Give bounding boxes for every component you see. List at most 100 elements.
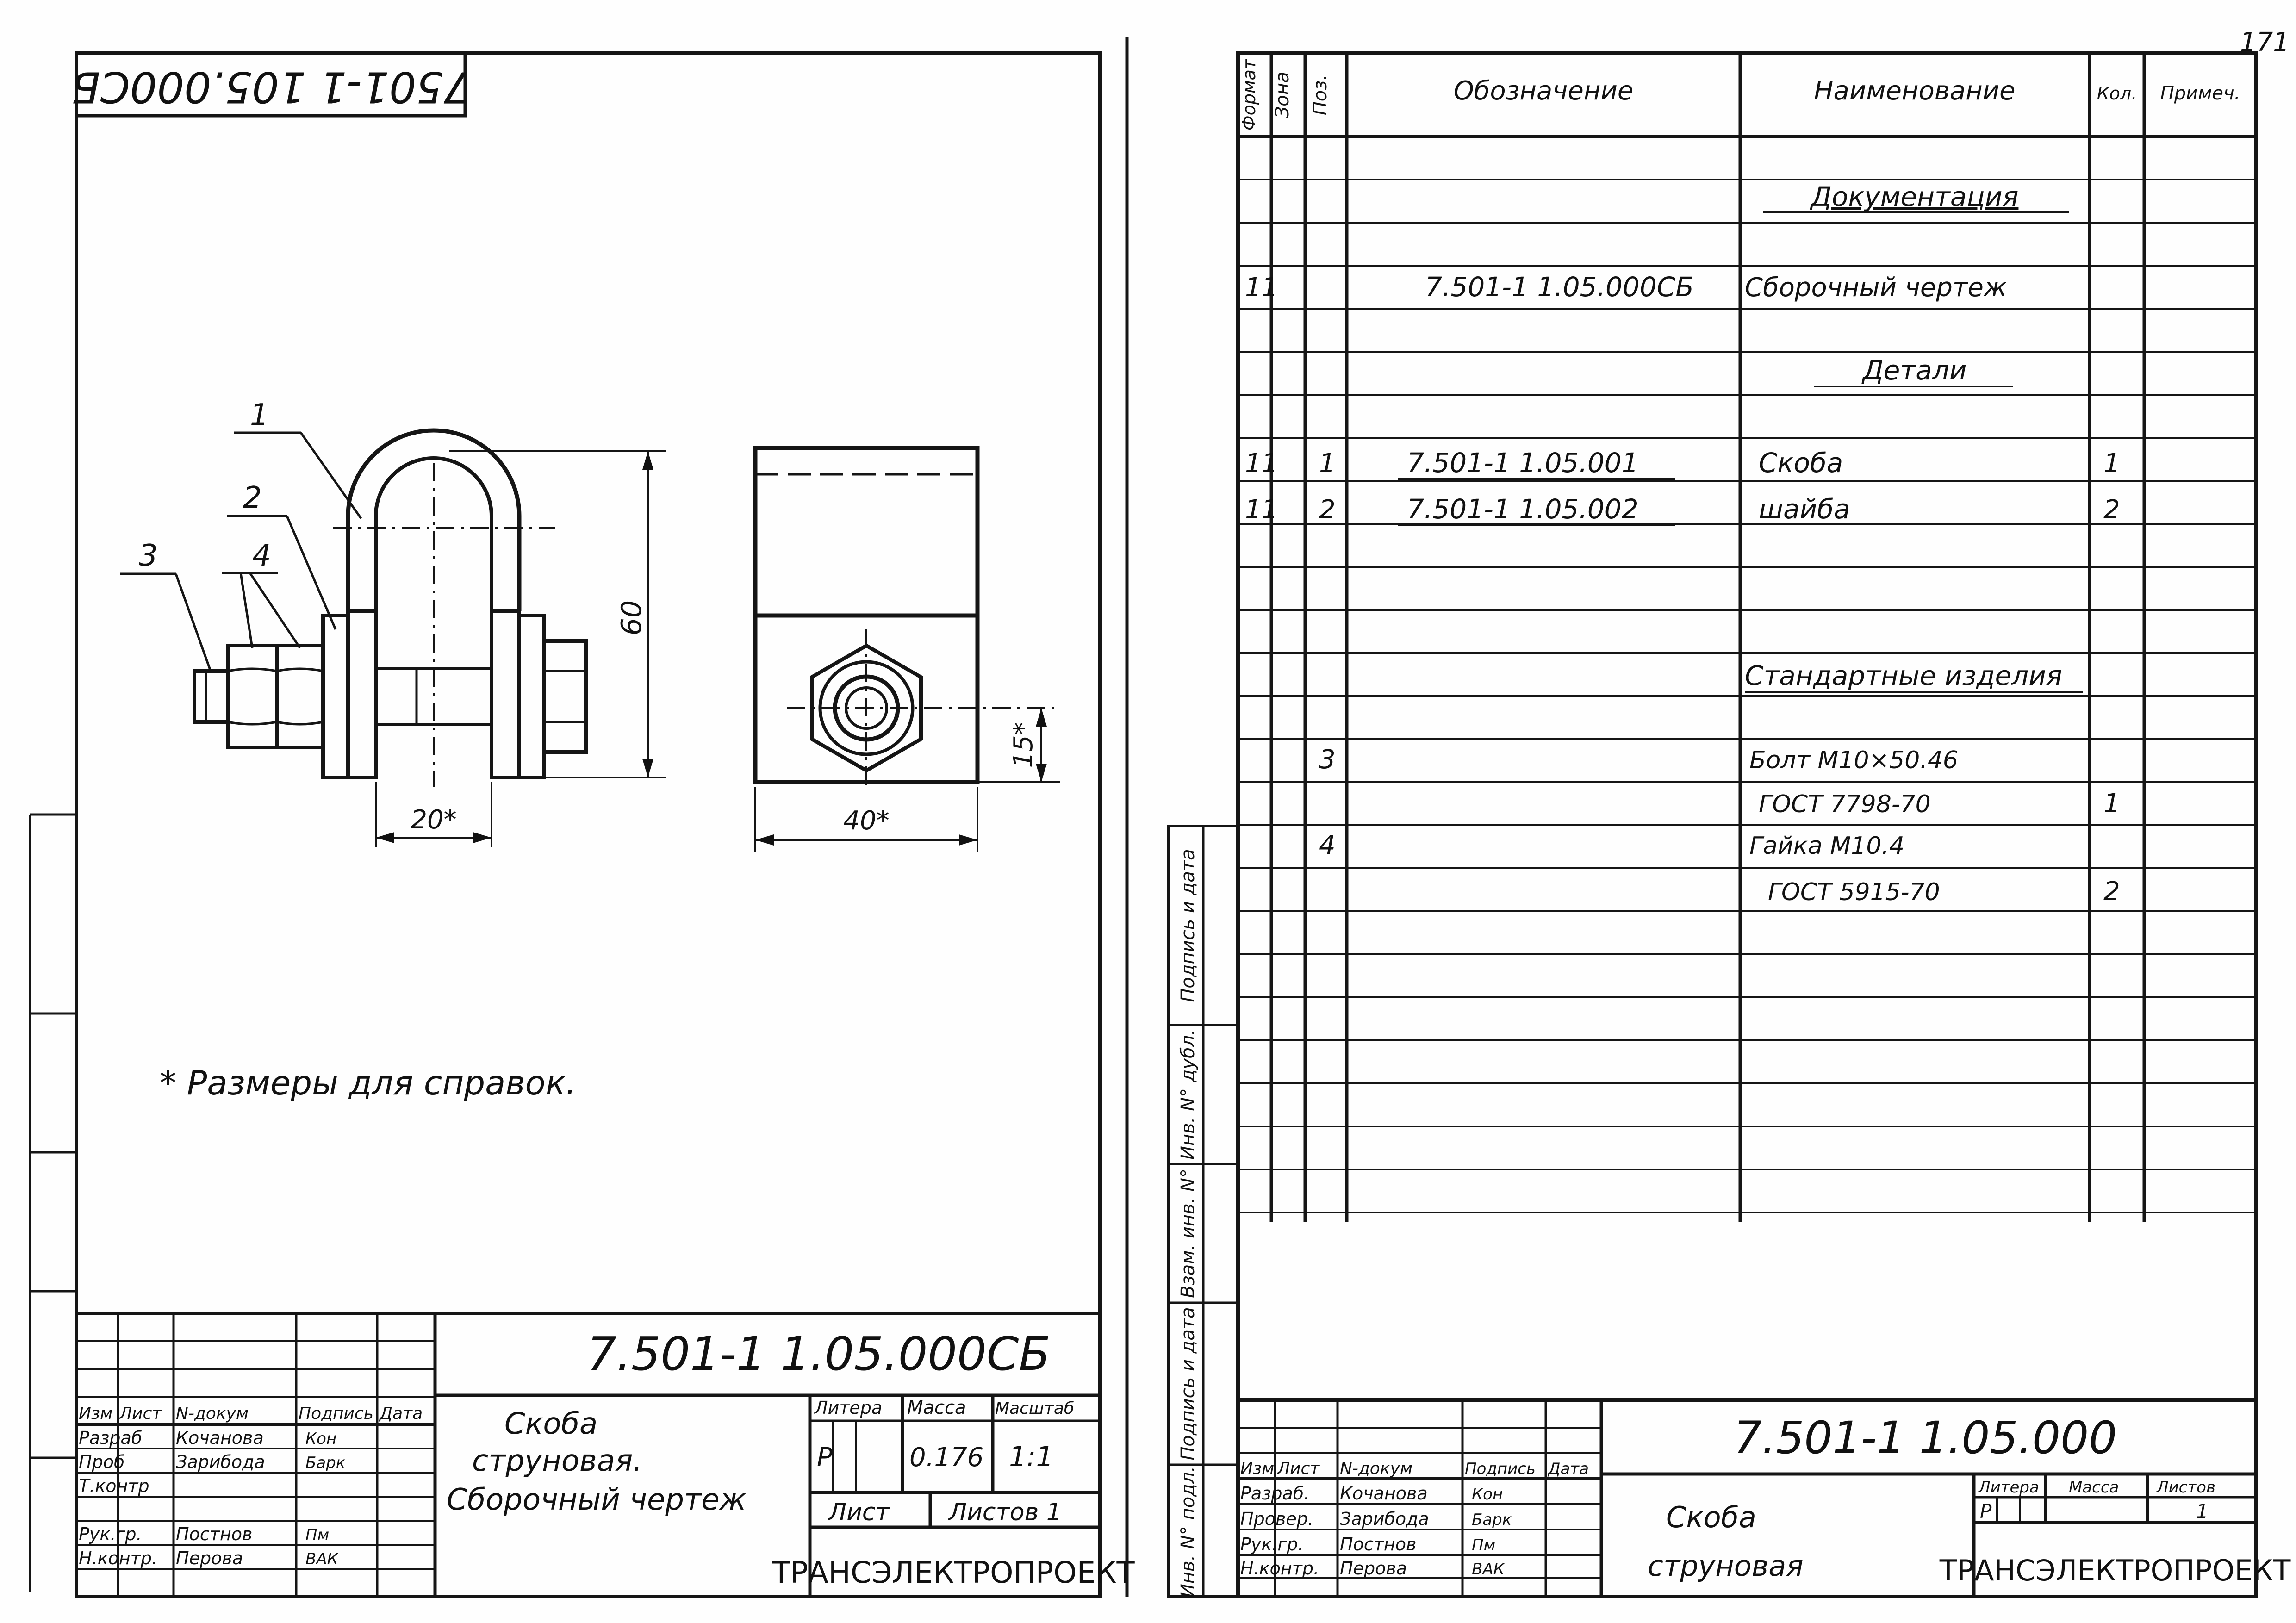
shackle-outer-arc xyxy=(346,428,522,611)
row-poz: 3 xyxy=(1319,745,1336,775)
bolt-shank xyxy=(374,667,493,726)
rname-razrab: Кочанова xyxy=(1340,1483,1428,1504)
th-masshtab: Масштаб xyxy=(995,1399,1074,1418)
table-row: ГОСТ 7798-70 1 xyxy=(1759,789,2120,819)
role-prob: Проб xyxy=(79,1452,124,1472)
name-prob: Зарибода xyxy=(176,1452,265,1472)
sign-razrab: Кон xyxy=(305,1430,336,1448)
dim-15: 15* xyxy=(1008,722,1039,768)
right-title-block: Изм Лист N-докум Подпись Дата Разраб. Ко… xyxy=(1236,1398,2291,1598)
shackle-front-view: 1 2 3 4 60 20* xyxy=(120,398,666,847)
rsign-nkontr: ВАК xyxy=(1472,1560,1506,1579)
reference-note: * Размеры для справок. xyxy=(160,1063,576,1102)
nut-inner xyxy=(275,644,325,749)
rth-litera: Литера xyxy=(1978,1478,2039,1497)
row-name: Гайка М10.4 xyxy=(1749,832,1904,860)
col-note-header: Примеч. xyxy=(2160,83,2240,104)
col-name-header: Наименование xyxy=(1814,76,2015,106)
val-masshtab: 1:1 xyxy=(1009,1441,1054,1473)
rrole-rukgr: Рук.гр. xyxy=(1240,1534,1304,1555)
right-company: ТРАНСЭЛЕКТРОПРОЕКТ xyxy=(1939,1554,2291,1587)
role-nkontr: Н.контр. xyxy=(79,1548,157,1568)
th-sheet: Лист xyxy=(828,1499,890,1526)
left-binding-strip xyxy=(29,813,76,1592)
rname-rukgr: Постнов xyxy=(1340,1534,1416,1555)
rsign-razrab: Кон xyxy=(1472,1485,1503,1504)
rsign-prover: Барк xyxy=(1472,1511,1512,1529)
washer-right xyxy=(517,614,546,779)
name-razrab: Кочанова xyxy=(176,1428,264,1448)
dim-40: 40* xyxy=(843,806,889,836)
th-sheets: Листов 1 xyxy=(948,1499,1062,1526)
name-rukgr: Постнов xyxy=(176,1524,252,1544)
row-qty: 2 xyxy=(2103,495,2120,525)
table-row: Детали xyxy=(1814,354,2013,387)
rrole-nkontr: Н.контр. xyxy=(1240,1558,1319,1579)
th-data: Дата xyxy=(379,1404,423,1423)
row-designation: 7.501-1 1.05.002 xyxy=(1407,493,1639,525)
row-format: 11 xyxy=(1245,495,1278,525)
row-name: Документация xyxy=(1810,181,2019,212)
rname-nkontr: Перова xyxy=(1340,1558,1407,1579)
row-poz: 2 xyxy=(1319,495,1336,525)
dim-20: 20* xyxy=(411,805,456,835)
table-row: 4 Гайка М10.4 xyxy=(1319,830,1904,860)
bolt-end xyxy=(193,669,230,724)
spec-rows: Документация 11 7.501-1 1.05.000СБ Сборо… xyxy=(1245,181,2120,907)
left-company: ТРАНСЭЛЕКТРОПРОЕКТ xyxy=(772,1556,1135,1590)
row-poz: 1 xyxy=(1319,448,1336,479)
table-row: 3 Болт М10×50.46 xyxy=(1319,745,1958,775)
rth-izm: Изм xyxy=(1240,1459,1274,1478)
col-zona-header: Зона xyxy=(1272,72,1293,118)
row-qty: 1 xyxy=(2103,789,2120,819)
table-row: 11 7.501-1 1.05.000СБ Сборочный чертеж xyxy=(1245,271,2007,303)
col-qty-header: Кол. xyxy=(2097,83,2137,104)
rth-ndoc: N-докум xyxy=(1340,1459,1412,1478)
role-razrab: Разраб xyxy=(79,1428,142,1448)
shackle-side-view: 40* 15* xyxy=(753,446,1060,852)
rth-data: Дата xyxy=(1547,1460,1589,1478)
side-label-4: Подпись и дата xyxy=(1177,1307,1199,1460)
table-row: 11 2 7.501-1 1.05.002 шайба 2 xyxy=(1245,493,2120,526)
sign-rukgr: Пм xyxy=(305,1526,329,1544)
table-row: Документация xyxy=(1763,181,2069,213)
row-name: Болт М10×50.46 xyxy=(1749,746,1958,774)
val-massa: 0.176 xyxy=(909,1443,983,1473)
row-poz: 4 xyxy=(1319,830,1336,860)
side-label-3: Взам. инв. N° xyxy=(1177,1169,1199,1298)
rval-sheets: 1 xyxy=(2196,1500,2209,1523)
row-format: 11 xyxy=(1245,273,1278,303)
rsign-rukgr: Пм xyxy=(1472,1536,1495,1555)
th-list: Лист xyxy=(118,1404,162,1423)
side-label-2: Инв. N° дубл. xyxy=(1177,1029,1199,1160)
col-format-header: Формат xyxy=(1239,58,1259,131)
side-label-5: Инв. N° подл. xyxy=(1177,1466,1199,1598)
callout-3: 3 xyxy=(139,539,158,573)
rth-sheets: Листов xyxy=(2156,1478,2215,1497)
th-massa: Масса xyxy=(907,1397,966,1418)
right-name-2: струновая xyxy=(1648,1549,1804,1583)
rrole-prover: Провер. xyxy=(1240,1509,1313,1529)
row-qty: 1 xyxy=(2103,448,2120,479)
left-title-block: Изм Лист N-докум Подпись Дата Разраб Коч… xyxy=(75,1312,1135,1598)
callout-1: 1 xyxy=(250,398,269,432)
table-row: 11 1 7.501-1 1.05.001 Скоба 1 xyxy=(1245,447,2120,480)
dim-60: 60 xyxy=(616,600,648,635)
left-top-stamp-code: 7501-1 105.000СБ xyxy=(71,62,471,112)
shackle-inner-arc xyxy=(374,456,493,611)
th-ndoc: N-докум xyxy=(176,1404,249,1423)
row-name: Детали xyxy=(1861,354,1966,386)
right-doc-code: 7.501-1 1.05.000 xyxy=(1734,1412,2117,1464)
table-row: ГОСТ 5915-70 2 xyxy=(1768,877,2120,907)
left-sheet: 7501-1 105.000СБ xyxy=(29,51,1135,1598)
nut-outer xyxy=(226,644,279,749)
role-tkontr: Т.контр xyxy=(79,1476,149,1496)
row-designation: 7.501-1 1.05.001 xyxy=(1407,447,1639,479)
col-designation-header: Обозначение xyxy=(1454,76,1634,106)
row-designation: 7.501-1 1.05.000СБ xyxy=(1425,271,1694,303)
rrole-razrab: Разраб. xyxy=(1240,1483,1309,1504)
left-doc-code: 7.501-1 1.05.000СБ xyxy=(587,1327,1051,1381)
sign-nkontr: ВАК xyxy=(305,1550,339,1568)
callout-4: 4 xyxy=(252,539,271,573)
